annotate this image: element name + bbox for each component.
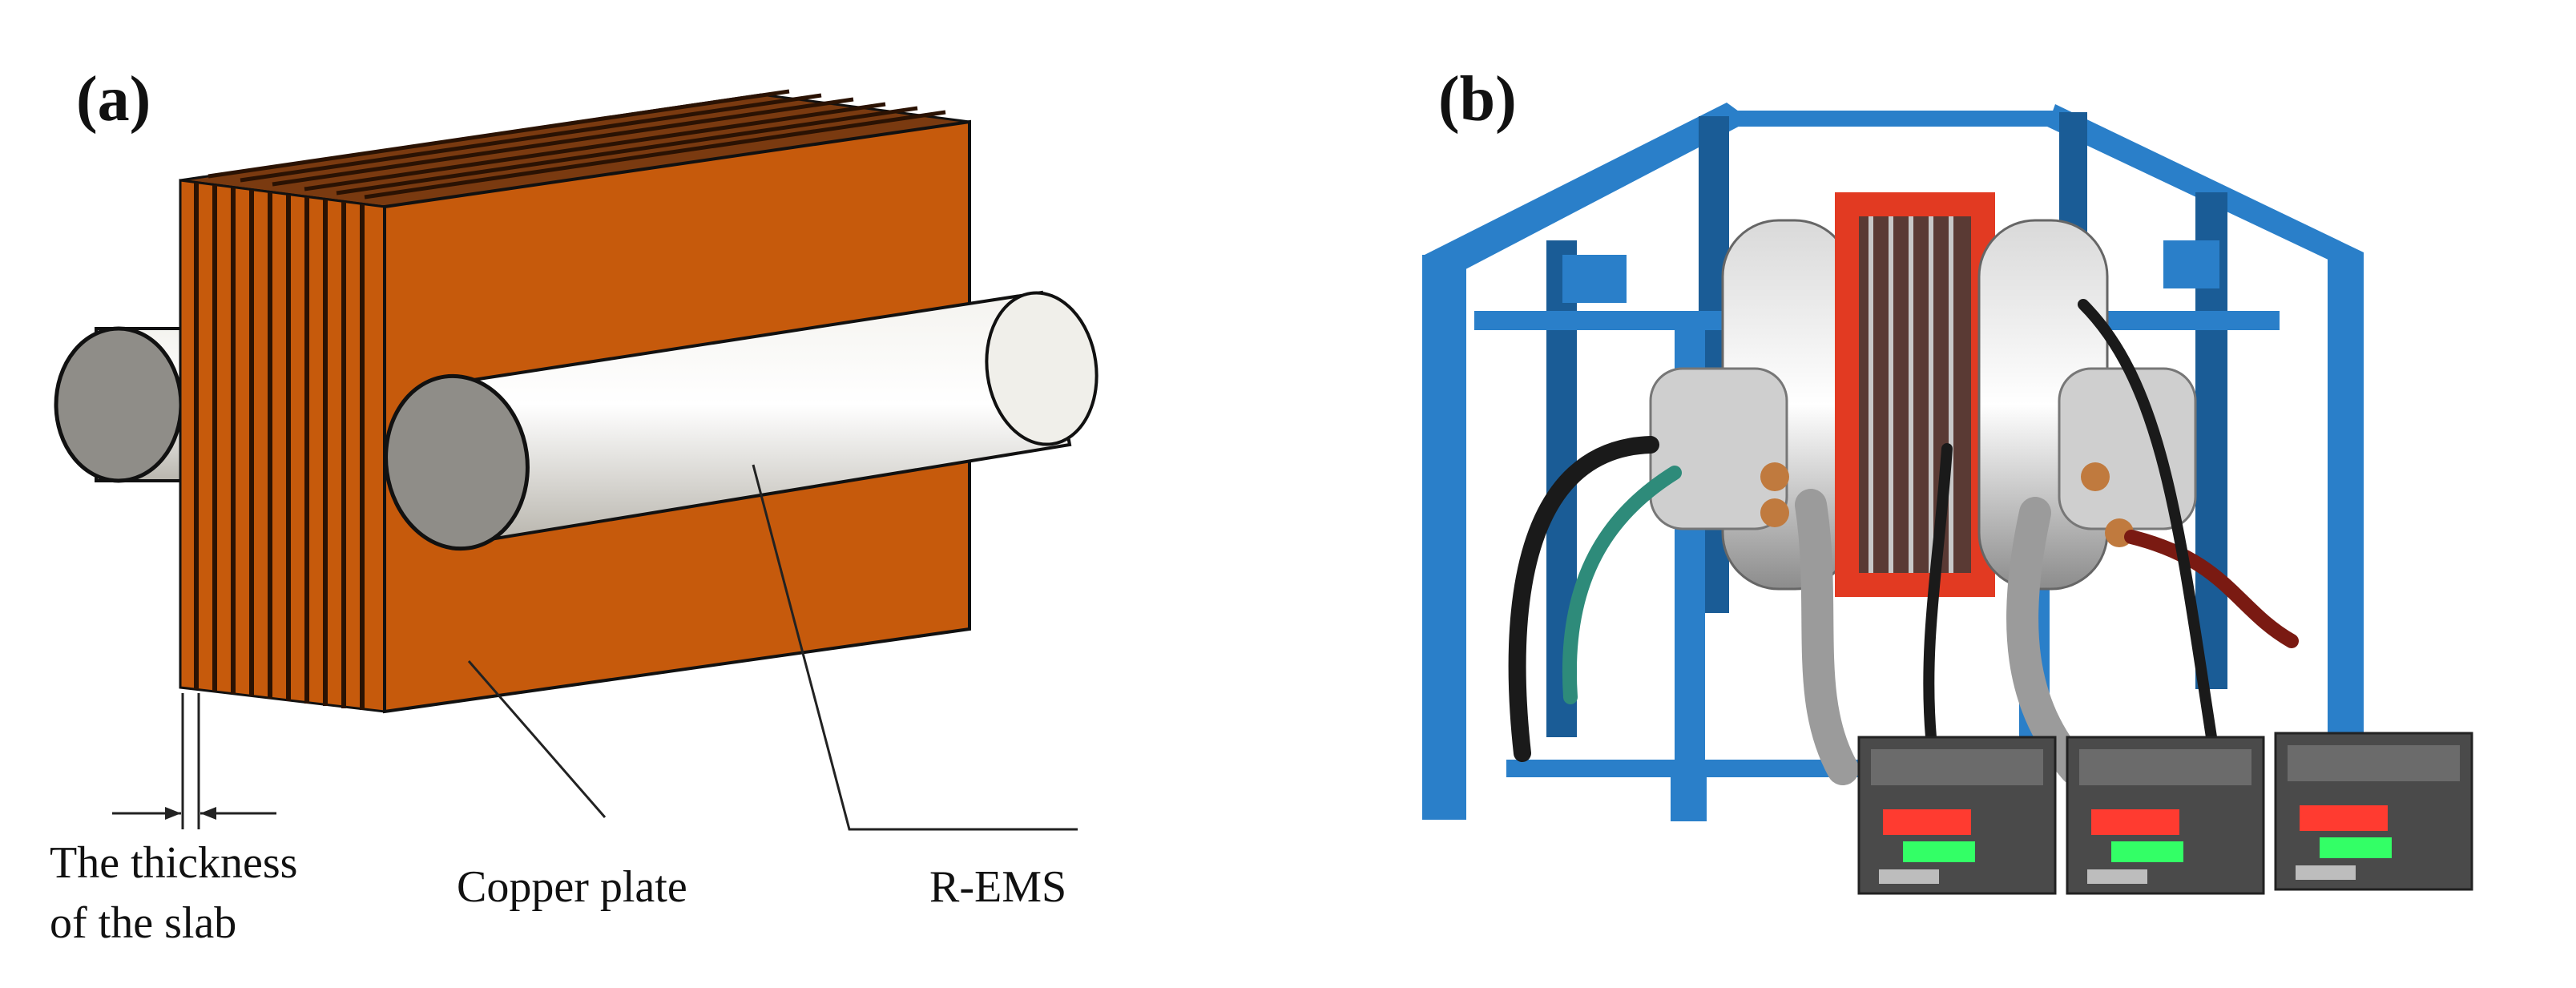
copper-plate-leader: [467, 660, 607, 818]
front-roller-end: [384, 373, 530, 551]
cables: [1508, 299, 2299, 785]
controllers: [1857, 732, 2473, 895]
rems-label: R-EMS: [929, 862, 1066, 912]
controller-2: [2066, 736, 2265, 895]
right-coil: [1977, 219, 2197, 591]
thickness-label-line1: The thickness: [50, 838, 297, 888]
rear-roller-end: [54, 326, 183, 483]
rems-leader: [752, 464, 1078, 831]
panel-a-label: (a): [76, 64, 151, 135]
controller-3: [2274, 732, 2473, 891]
thickness-label-line2: of the slab: [50, 898, 236, 948]
panel-b: (b): [1422, 64, 2473, 895]
panel-b-label: (b): [1438, 64, 1517, 135]
thickness-dimension: [112, 693, 276, 829]
front-roller: [384, 290, 1099, 551]
copper-plate-label: Copper plate: [457, 862, 687, 912]
coil-cage: [1835, 192, 1995, 597]
controller-1: [1857, 736, 2057, 895]
panel-a: (a): [50, 64, 1099, 948]
